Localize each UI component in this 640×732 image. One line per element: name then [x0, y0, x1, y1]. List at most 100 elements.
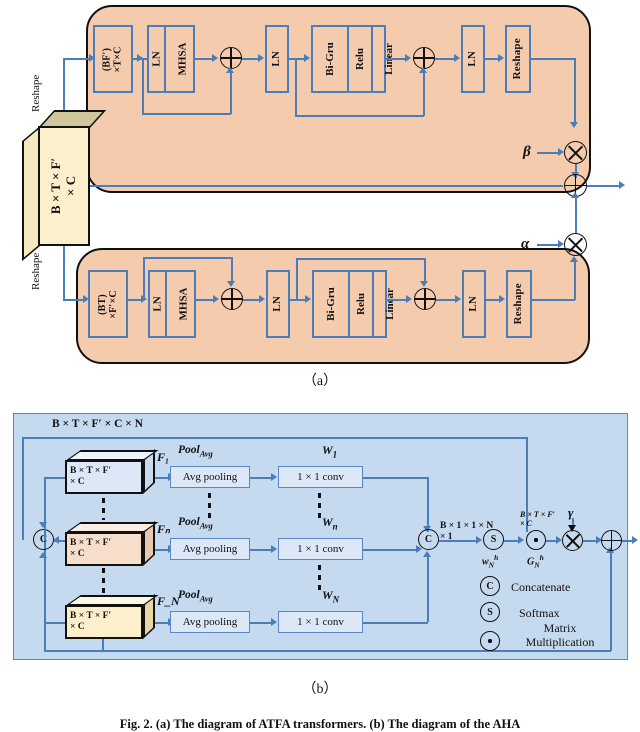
arrow-b1-pool-to-conv	[271, 473, 277, 481]
block-reshape-in-bottom: (BT) ×F′×C	[88, 270, 128, 338]
conn-bot-res2-down	[424, 258, 426, 282]
avg-pooling-box-3-label: Avg pooling	[182, 616, 238, 628]
conn-top-to-mul	[531, 58, 575, 60]
feature-cube-3-label: B × T × F′ × C	[67, 606, 143, 638]
arrow-concat-left-in-bot	[39, 552, 47, 558]
conn-alpha	[537, 244, 559, 246]
conn-b-outer-bot-v2	[610, 552, 612, 651]
conn-top-res2-down	[295, 58, 297, 116]
arrow-concat-left-in-top	[39, 522, 47, 528]
conn-residual-main	[90, 185, 563, 187]
add-op-bottom-2	[414, 288, 436, 310]
concat-dim-line1: B × 1 × 1 × N	[440, 521, 494, 531]
pool-label-2-main: Pool	[178, 516, 200, 528]
conn-bot-res1-down	[231, 257, 233, 282]
conn-beta	[537, 152, 559, 154]
legend-matmul-line2: Multiplication	[525, 634, 595, 649]
feature-cube-2: B × T × F′ × C	[65, 520, 160, 566]
weight-label-2-main: W	[322, 515, 333, 529]
block-group-ln-mhsa-top: LN MHSA	[147, 25, 195, 93]
matmul-out-label: GNh	[527, 553, 544, 569]
softmax-op: S	[483, 529, 504, 550]
mul-op-top	[564, 141, 587, 164]
pool-label-1-sub: Avg	[199, 448, 213, 459]
avg-pooling-box-2-label: Avg pooling	[182, 543, 238, 555]
conn-bottom-feed	[63, 299, 85, 301]
feature-cube-2-line2: × C	[70, 549, 85, 559]
conn-bot-res1-h	[143, 257, 232, 259]
feature-cube-2-line1: B × T × F′	[70, 538, 112, 549]
block-reshape-out-top: Reshape	[505, 25, 531, 93]
pool-label-2: PoolAvg	[178, 516, 213, 530]
block-ln-top-2: LN	[265, 25, 289, 93]
conn-b3-left-h	[44, 622, 66, 624]
feature-cube-2-front	[65, 532, 143, 566]
subcaption-b: （b）	[302, 682, 338, 697]
arrow-bot-2	[213, 295, 219, 303]
conn-top-res1-h	[142, 113, 231, 115]
arrow-beta	[558, 148, 564, 156]
pool-label-3-main: Pool	[178, 589, 200, 601]
cube-label-line1: B × T × F′	[48, 157, 64, 215]
conn-bot-to-mul-v	[574, 262, 576, 300]
arrow-top-6	[454, 54, 460, 62]
arrow-softmax-to-matmul	[518, 536, 524, 544]
block-reshape-in-bottom-line1: (BT)	[96, 293, 108, 315]
feature-cube-1-line1: B × T × F′	[70, 466, 112, 477]
conn-top-to-mul-v	[574, 58, 576, 124]
arrow-gamma	[568, 525, 576, 532]
arrow-alpha	[558, 240, 564, 248]
block-reshape-in-bottom-line2: ×F′×C	[106, 289, 118, 319]
avg-pooling-box-1: Avg pooling	[170, 466, 250, 488]
subcaption-a: （a）	[302, 374, 338, 389]
alpha-label: α	[521, 236, 530, 252]
conv-box-1: 1 × 1 conv	[278, 466, 363, 488]
feature-cube-3-line2: × C	[70, 622, 85, 632]
arrow-bot-4	[305, 295, 311, 303]
conn-b1-to-pool	[155, 477, 169, 479]
weight-label-3: WN	[322, 588, 339, 604]
block-reshape-in-top: (BF′) ×T×C	[93, 25, 133, 93]
cube-front-face	[38, 126, 90, 246]
arrow-b3-pool-to-conv	[271, 618, 277, 626]
feature-label-1: F₁	[157, 450, 170, 464]
block-reshape-in-top-line1: (BF′)	[101, 47, 113, 71]
conv-box-2-label: 1 × 1 conv	[297, 543, 344, 555]
mul-op-bottom	[564, 233, 587, 256]
arrow-top-2	[212, 54, 218, 62]
conn-b2-pool-to-conv	[250, 549, 272, 551]
conn-concat-to-softmax	[439, 540, 477, 542]
conn-top-2	[195, 58, 213, 60]
conn-cube-to-bottom	[63, 232, 65, 300]
mul-op-b	[562, 530, 583, 551]
legend-concat-icon: C	[480, 576, 500, 596]
legend-matmul-line1: Matrix	[543, 621, 577, 635]
feature-cube-1: B × T × F′ × C	[65, 448, 160, 494]
block-bigru-top: Bi-Gru	[313, 27, 349, 91]
arrow-concat-to-softmax	[476, 536, 482, 544]
pool-label-1: PoolAvg	[178, 444, 213, 458]
arrow-top-res1	[226, 67, 234, 73]
conn-b-outer-top-h	[22, 437, 527, 439]
conn-top-res2-h	[295, 115, 424, 117]
block-group-bigru-relu-linear-top: Bi-Gru Relu Linear	[311, 25, 395, 93]
legend-softmax-icon: S	[480, 602, 500, 622]
conv-box-2: 1 × 1 conv	[278, 538, 363, 560]
arrow-matmul-to-mul	[556, 536, 562, 544]
dash-cubes-2-3	[102, 568, 106, 593]
arrow-mul-to-add	[596, 536, 602, 544]
arrow-mul-bot-to-add	[571, 192, 579, 198]
matmul-out-main: G	[527, 556, 535, 568]
conn-top-1	[133, 58, 147, 60]
avg-pooling-box-2: Avg pooling	[170, 538, 250, 560]
conn-bot-res2-up	[296, 258, 298, 300]
concat-dim-line2: × 1	[440, 531, 453, 542]
arrow-top-4	[304, 54, 310, 62]
block-relu-top: Relu	[349, 27, 373, 91]
pool-label-3: PoolAvg	[178, 589, 213, 603]
conn-top-res1-down	[142, 58, 144, 114]
arrow-top-7	[498, 54, 504, 62]
arrow-bot-6	[455, 295, 461, 303]
conn-b1-pool-to-conv	[250, 477, 272, 479]
